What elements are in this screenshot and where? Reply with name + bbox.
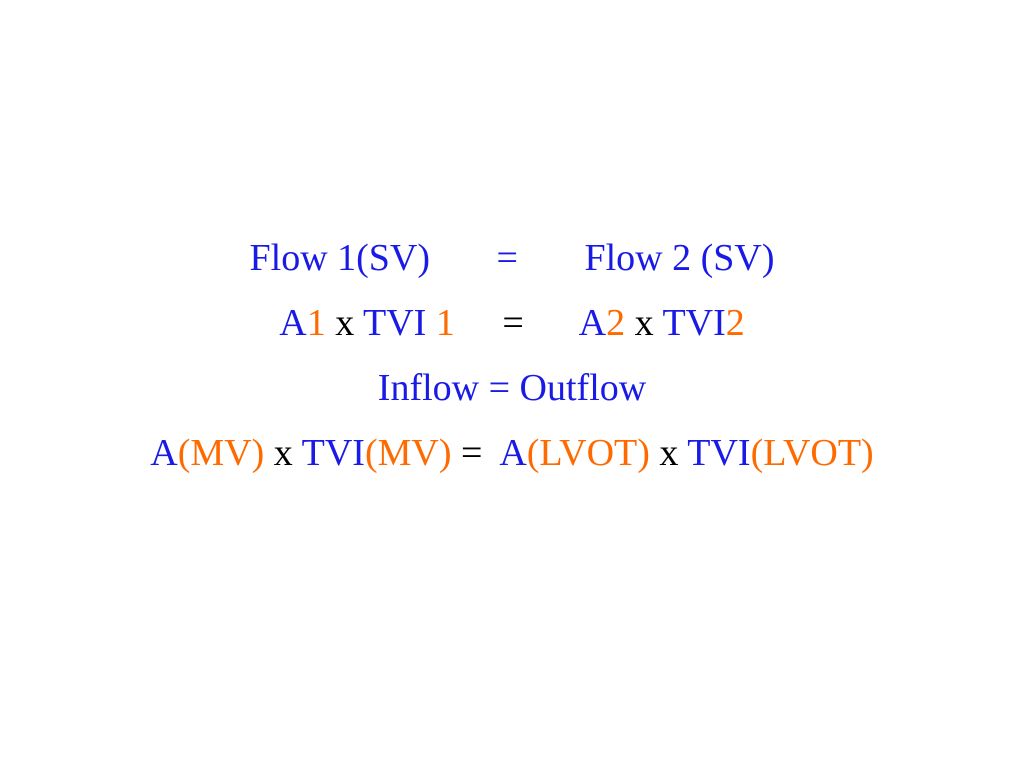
tvi-mv-label: (MV) [364, 432, 452, 474]
area-mv-label: (MV) [177, 432, 265, 474]
flow-1-term: Flow 1(SV) [249, 237, 431, 279]
tvi-2-index: 2 [725, 302, 745, 344]
area-2-index: 2 [606, 302, 626, 344]
tvi-lvot-label: (LVOT) [750, 432, 874, 474]
inflow-outflow-line: Inflow = Outflow [0, 356, 1024, 421]
area-mv-symbol: A [150, 432, 178, 474]
area-1-index: 1 [306, 302, 326, 344]
equation-block: Flow 1(SV) = Flow 2 (SV) A1 x TVI 1 = A2… [0, 226, 1024, 486]
multiply-sign: x [634, 302, 654, 344]
equals-sign: = [460, 432, 483, 474]
area-lvot-label: (LVOT) [526, 432, 650, 474]
area-lvot-symbol: A [499, 432, 527, 474]
multiply-sign: x [659, 432, 679, 474]
equals-sign: = [496, 237, 518, 279]
inflow-outflow-text: Inflow = Outflow [377, 367, 647, 409]
flow-2-term: Flow 2 (SV) [584, 237, 775, 279]
multiply-sign: x [335, 302, 355, 344]
tvi-1-symbol: TVI [363, 302, 427, 344]
tvi-mv-symbol: TVI [301, 432, 365, 474]
tvi-lvot-symbol: TVI [687, 432, 751, 474]
mv-lvot-equation-line: A(MV) x TVI(MV) = A(LVOT) x TVI(LVOT) [0, 421, 1024, 486]
area-1-symbol: A [279, 302, 307, 344]
tvi-1-index: 1 [435, 302, 455, 344]
area-2-symbol: A [578, 302, 607, 344]
area-tvi-equation-line: A1 x TVI 1 = A2 x TVI2 [0, 291, 1024, 356]
multiply-sign: x [273, 432, 293, 474]
flow-equation-line: Flow 1(SV) = Flow 2 (SV) [0, 226, 1024, 291]
tvi-2-symbol: TVI [662, 302, 726, 344]
equals-sign: = [502, 302, 524, 344]
